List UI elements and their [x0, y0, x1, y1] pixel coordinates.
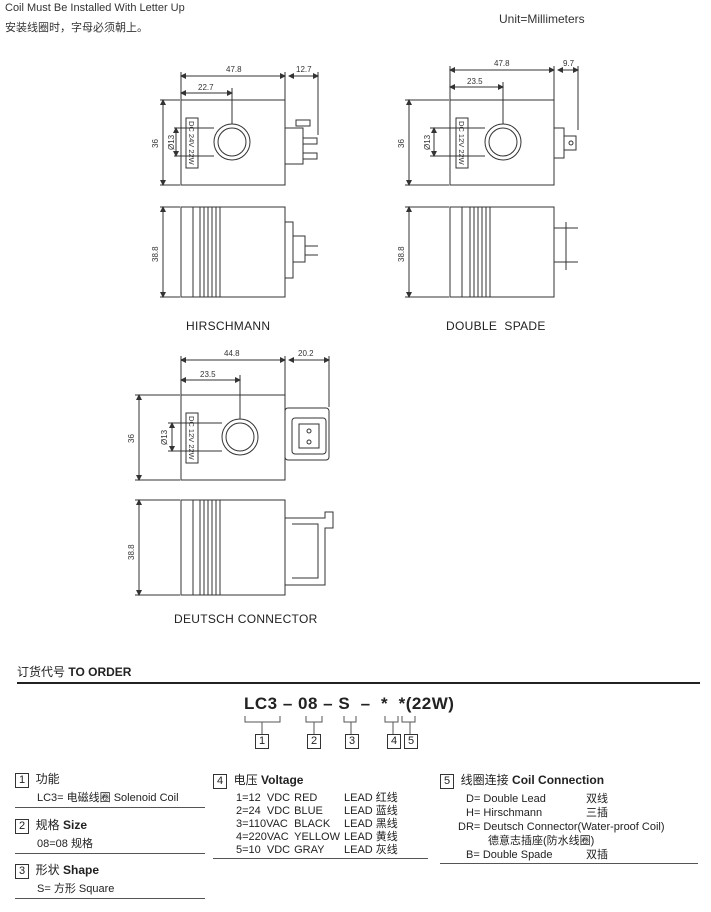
deutsch-dim-conn: 20.2 [298, 349, 314, 358]
double-spade-dim-height: 36 [397, 139, 406, 148]
voltage-code: 4=220VAC [236, 831, 289, 843]
option-double-spade: B= Double Spade [466, 849, 553, 861]
section-3-number: 3 [15, 864, 29, 879]
hirschmann-dim-conn: 12.7 [296, 65, 312, 74]
section-1-number: 1 [15, 773, 29, 788]
option-double-spade-cn: 双插 [586, 849, 608, 861]
lead-color: BLUE [294, 805, 323, 817]
deutsch-rating-label: DC 12V 22W [187, 416, 196, 461]
section-5-number: 5 [440, 774, 454, 789]
hirschmann-dim-center: 22.7 [198, 83, 214, 92]
voltage-code: 5=10 VDC [236, 844, 291, 856]
option-hirschmann: H= Hirschmann [466, 807, 543, 819]
section-1-value: LC3= 电磁线圈 Solenoid Coil [15, 791, 205, 808]
hirschmann-dim-total: 47.8 [226, 65, 242, 74]
section-5-title-en: Coil Connection [512, 773, 605, 787]
section-4-number: 4 [213, 774, 227, 789]
lead-label: LEAD 黄线 [343, 831, 398, 843]
order-box-4: 4 [387, 734, 401, 749]
double-spade-rating-label: DC 12V 22W [457, 121, 466, 166]
hirschmann-dim-dia: Ø13 [167, 134, 176, 150]
order-box-1: 1 [255, 734, 269, 749]
voltage-code: 2=24 VDC [236, 805, 291, 817]
deutsch-dim-height: 36 [127, 434, 136, 443]
section-3-value: S= 方形 Square [15, 882, 205, 899]
option-deutsch: DR= Deutsch Connector(Water-proof Coil) [458, 821, 665, 833]
install-note-cn: 安装线圈时，字母必须朝上。 [5, 22, 148, 34]
order-box-5: 5 [404, 734, 418, 749]
double-spade-dim-conn: 9.7 [563, 59, 575, 68]
caption-double-spade: DOUBLE SPADE [446, 319, 546, 333]
hirschmann-dim-side: 38.8 [151, 246, 160, 262]
lead-label: LEAD 灰线 [343, 844, 398, 856]
order-box-3: 3 [345, 734, 359, 749]
caption-hirschmann: HIRSCHMANN [186, 319, 271, 333]
deutsch-dim-center: 23.5 [200, 370, 216, 379]
deutsch-dim-total: 44.8 [224, 349, 240, 358]
deutsch-side-view [135, 499, 334, 596]
caption-deutsch: DEUTSCH CONNECTOR [174, 612, 318, 626]
double-spade-dim-total: 47.8 [494, 59, 510, 68]
order-code: LC3 – 08 – S – * *(22W) [244, 694, 455, 713]
option-deutsch-cn: 德意志插座(防水线圈) [488, 835, 595, 847]
hirschmann-top-view [160, 72, 319, 186]
lead-label: LEAD 红线 [343, 792, 398, 804]
voltage-code: 3=110VAC [236, 818, 288, 830]
double-spade-side-view [405, 206, 578, 298]
section-2-value: 08=08 规格 [15, 837, 205, 854]
voltage-row: 3=110VAC BLACK LEAD 黑线 [236, 818, 402, 831]
lead-color: BLACK [294, 818, 331, 830]
section-3-title-cn: 形状 [35, 863, 60, 877]
double-spade-dim-center: 23.5 [467, 77, 483, 86]
double-spade-dim-dia: Ø13 [423, 134, 432, 150]
option-double-lead-cn: 双线 [586, 793, 608, 805]
lead-color: YELLOW [294, 831, 340, 843]
section-2-number: 2 [15, 819, 29, 834]
section-2-title-cn: 规格 [35, 818, 60, 832]
divider [17, 682, 700, 684]
section-shape: 3 形状 Shape S= 方形 Square [15, 863, 205, 899]
section-5-title-cn: 线圈连接 [460, 773, 509, 787]
deutsch-dim-side: 38.8 [127, 544, 136, 560]
deutsch-top-view [135, 356, 330, 481]
section-3-title-en: Shape [63, 863, 100, 877]
order-title: 订货代号 TO ORDER [17, 665, 132, 679]
order-code-brackets [244, 716, 416, 734]
voltage-code: 1=12 VDC [236, 792, 291, 804]
option-hirschmann-cn: 三插 [586, 807, 608, 819]
technical-drawings: 47.8 12.7 22.7 36 Ø13 DC 24V 22W 38.8 47… [127, 59, 579, 596]
hirschmann-rating-label: DC 24V 22W [187, 121, 196, 166]
lead-label: LEAD 黑线 [343, 818, 398, 830]
lead-label: LEAD 蓝线 [343, 805, 398, 817]
install-note-en: Coil Must Be Installed With Letter Up [5, 2, 185, 14]
option-double-lead: D= Double Lead [466, 793, 546, 805]
double-spade-dim-side: 38.8 [397, 246, 406, 262]
double-spade-top-view [405, 66, 579, 186]
section-1-title: 功能 [35, 772, 60, 786]
section-4-title-en: Voltage [261, 773, 304, 787]
deutsch-dim-dia: Ø13 [160, 429, 169, 445]
section-size: 2 规格 Size 08=08 规格 [15, 818, 205, 854]
hirschmann-dim-height: 36 [151, 139, 160, 148]
unit-label: Unit=Millimeters [499, 12, 585, 26]
order-box-2: 2 [307, 734, 321, 749]
lead-color: RED [294, 792, 318, 804]
section-2-title-en: Size [63, 818, 88, 832]
lead-color: GRAY [294, 844, 325, 856]
hirschmann-side-view [160, 206, 318, 298]
section-function: 1 功能 LC3= 电磁线圈 Solenoid Coil [15, 772, 205, 808]
section-4-title-cn: 电压 [233, 773, 258, 787]
